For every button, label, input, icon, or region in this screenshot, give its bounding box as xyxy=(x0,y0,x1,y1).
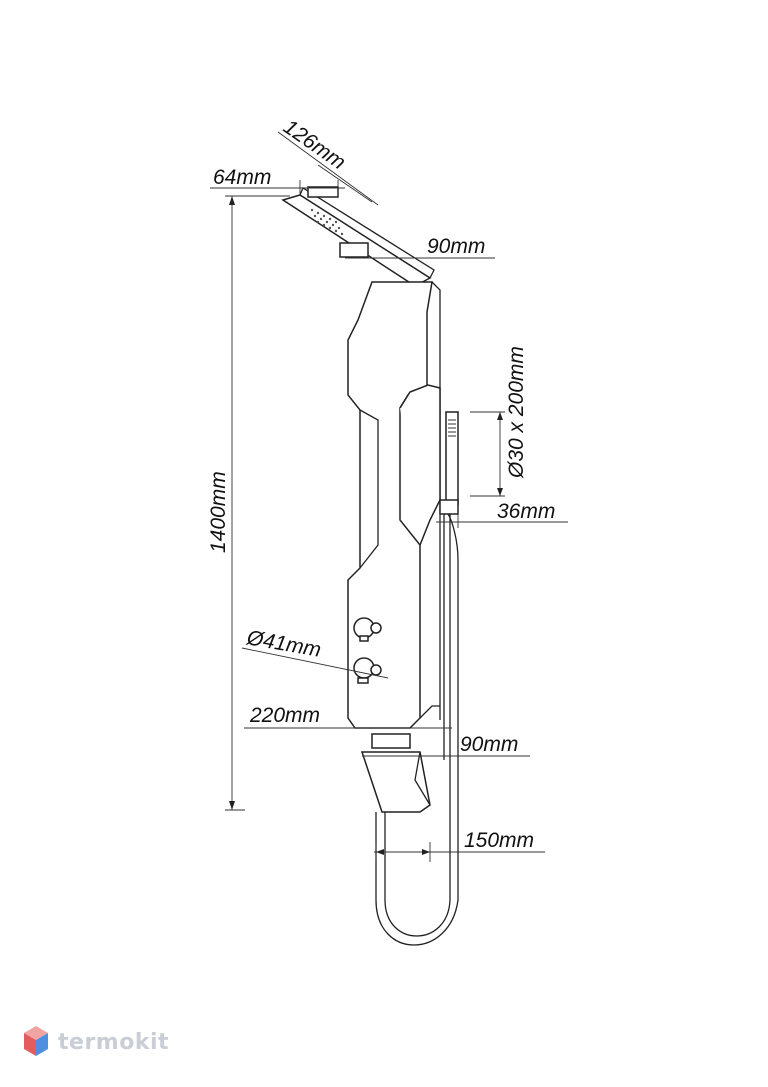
label-panel-width: 220mm xyxy=(249,704,320,727)
panel-body xyxy=(347,281,441,729)
cube-logo-icon xyxy=(24,1026,48,1056)
label-upper-offset: 90mm xyxy=(427,235,485,258)
termokit-logo: termokit xyxy=(22,1022,169,1062)
knob-lower xyxy=(353,657,382,684)
label-holder: 36mm xyxy=(497,500,555,523)
label-spout: 150mm xyxy=(464,829,534,852)
hose xyxy=(375,513,459,946)
nozzle-grid xyxy=(310,208,344,236)
label-handshower: Ø30 x 200mm xyxy=(505,346,528,479)
label-head-width: 64mm xyxy=(213,166,271,189)
label-height: 1400mm xyxy=(207,471,230,553)
lower-spout xyxy=(360,733,431,813)
logo-text: termokit xyxy=(58,1029,170,1055)
knob-upper xyxy=(353,617,382,642)
label-lower-offset: 90mm xyxy=(460,733,518,756)
dimension-lines xyxy=(210,131,568,862)
label-top-depth: 126mm xyxy=(279,115,350,174)
shower-head xyxy=(281,186,435,287)
hand-shower xyxy=(439,411,459,770)
